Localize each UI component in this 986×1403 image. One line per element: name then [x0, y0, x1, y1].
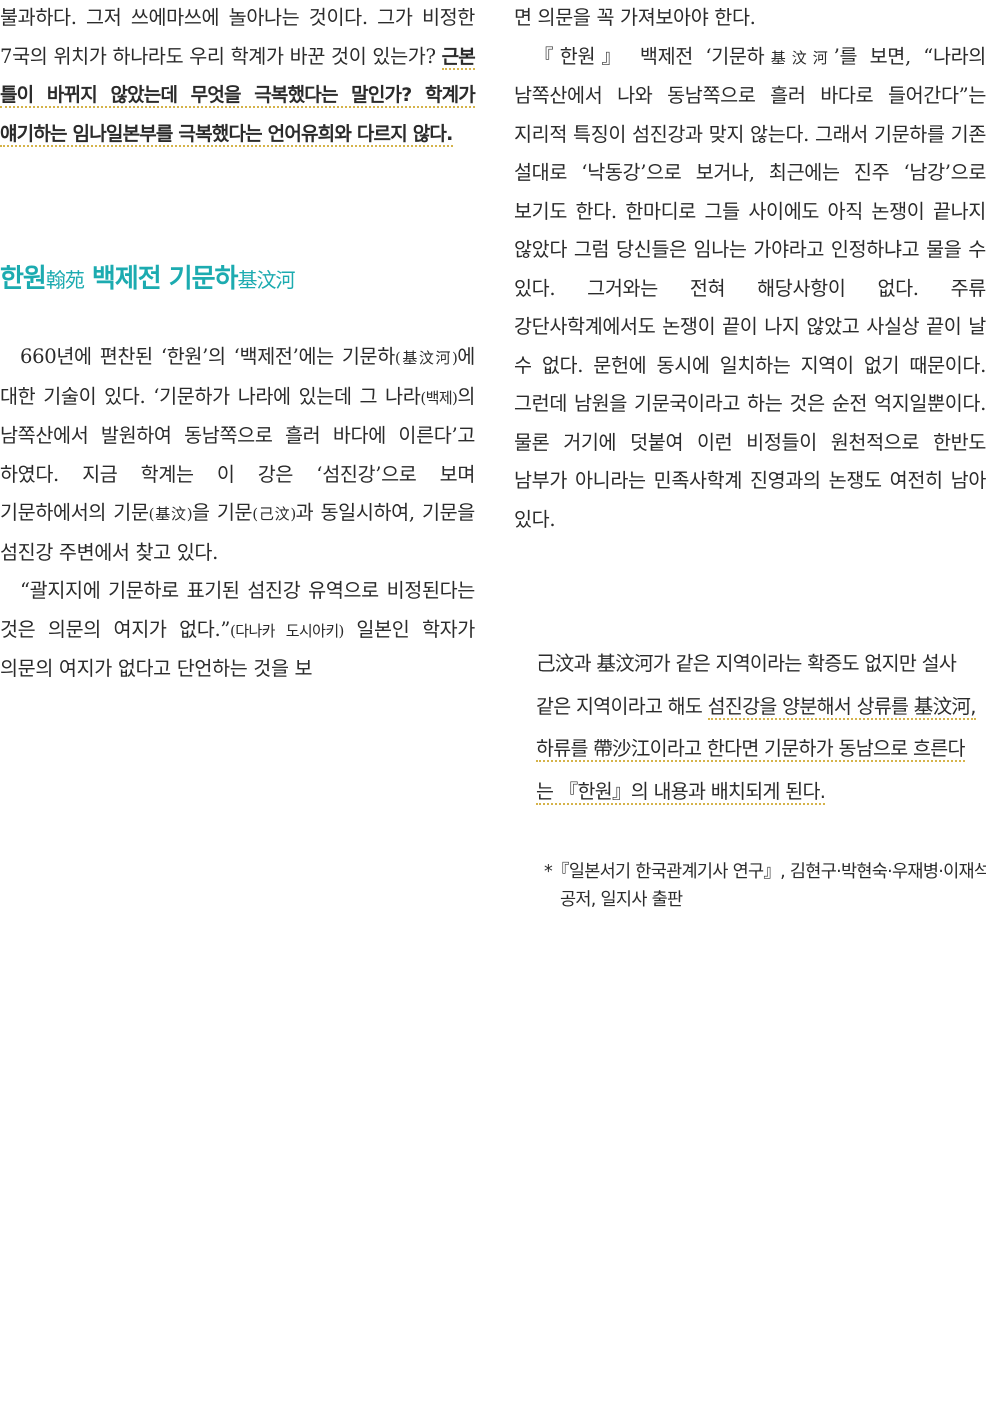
heading-hanja: 翰苑 — [45, 268, 85, 292]
paragraph-text: “괄지지에 기문하로 표기된 섬진강 유역으로 비정된다는 것은 의문의 여지가… — [0, 579, 475, 641]
inline-annotation: (백제) — [420, 388, 458, 407]
paragraph: 660년에 편찬된 ‘한원’의 ‘백제전’에는 기문하(基汶河)에 대한 기술이… — [0, 338, 475, 572]
right-column: 면 의문을 꼭 가져보아야 한다. 『한원』 백제전 ‘기문하基汶河’를 보면,… — [514, 0, 986, 539]
paragraph: 『한원』 백제전 ‘기문하基汶河’를 보면, “나라의 남쪽산에서 나와 동남쪽… — [514, 38, 986, 540]
paragraph-continuation: 면 의문을 꼭 가져보아야 한다. — [514, 6, 756, 29]
paragraph-text: 에 대한 기술이 있다. ‘기문하가 나라에 있는데 그 나라 — [0, 345, 475, 408]
paragraph-text: 660년에 편찬된 ‘한원’의 ‘백제전’에는 기문하 — [20, 345, 395, 368]
footnote: *『일본서기 한국관계기사 연구』, 김현구·박현숙·우재병·이재석 공저, 일… — [544, 862, 986, 910]
inline-annotation: (己汶) — [252, 505, 296, 523]
left-column: 불과하다. 그저 쓰에마쓰에 놀아나는 것이다. 그가 비정한 7국의 위치가 … — [0, 0, 476, 153]
paragraph-text: 불과하다. 그저 쓰에마쓰에 놀아나는 것이다. 그가 비정한 7국의 위치가 … — [0, 6, 475, 68]
inline-annotation: (基汶) — [148, 505, 193, 523]
paragraph-continuation: 불과하다. 그저 쓰에마쓰에 놀아나는 것이다. 그가 비정한 7국의 위치가 … — [0, 0, 476, 153]
section-heading: 한원翰苑 백제전 기문하基汶河 — [0, 258, 295, 295]
left-column-body: 660년에 편찬된 ‘한원’의 ‘백제전’에는 기문하(基汶河)에 대한 기술이… — [0, 338, 475, 689]
inline-annotation: (基汶河) — [394, 349, 458, 367]
paragraph-text: 일본인 학자가 의문의 여지가 없다고 단언하는 것을 보 — [0, 617, 475, 681]
paragraph-text: 을 기문 — [191, 501, 253, 524]
paragraph-text: 과 동일시하여, 기문을 섬진강 주변에서 찾고 있다. — [0, 501, 475, 564]
heading-title-part: 한원 — [0, 264, 47, 294]
paragraph: “괄지지에 기문하로 표기된 섬진강 유역으로 비정된다는 것은 의문의 여지가… — [0, 572, 475, 689]
inline-annotation: 基汶河 — [764, 48, 834, 67]
heading-title-part: 백제전 기문하 — [83, 264, 239, 294]
heading-hanja: 基汶河 — [237, 268, 295, 292]
underlined-emphasis: 근본 틀이 바뀌지 않았는데 무엇을 극복했다는 말인가? 학계가 얘기하는 임… — [0, 45, 476, 147]
paragraph-text: 의 남쪽산에서 발원하여 동남쪽으로 흘러 바다에 이른다’고 하였다. 지금 … — [0, 384, 475, 525]
pull-quote-text: 己汶과 基汶河가 같은 지역이라는 확증도 없지만 설사 같은 지역이라고 해도 — [536, 652, 957, 718]
paragraph-text: ’를 보면, “나라의 남쪽산에서 나와 동남쪽으로 흘러 바다로 들어간다”는… — [514, 44, 986, 531]
paragraph-text: 『한원』 백제전 ‘기문하 — [534, 44, 765, 68]
pull-quote: 己汶과 基汶河가 같은 지역이라는 확증도 없지만 설사 같은 지역이라고 해도… — [536, 643, 976, 813]
inline-annotation: (다나카 도시아키) — [230, 621, 344, 640]
underlined-emphasis: 섬진강을 양분해서 상류를 基汶河, 하류를 帶沙江이라고 한다면 기문하가 동… — [536, 694, 976, 805]
